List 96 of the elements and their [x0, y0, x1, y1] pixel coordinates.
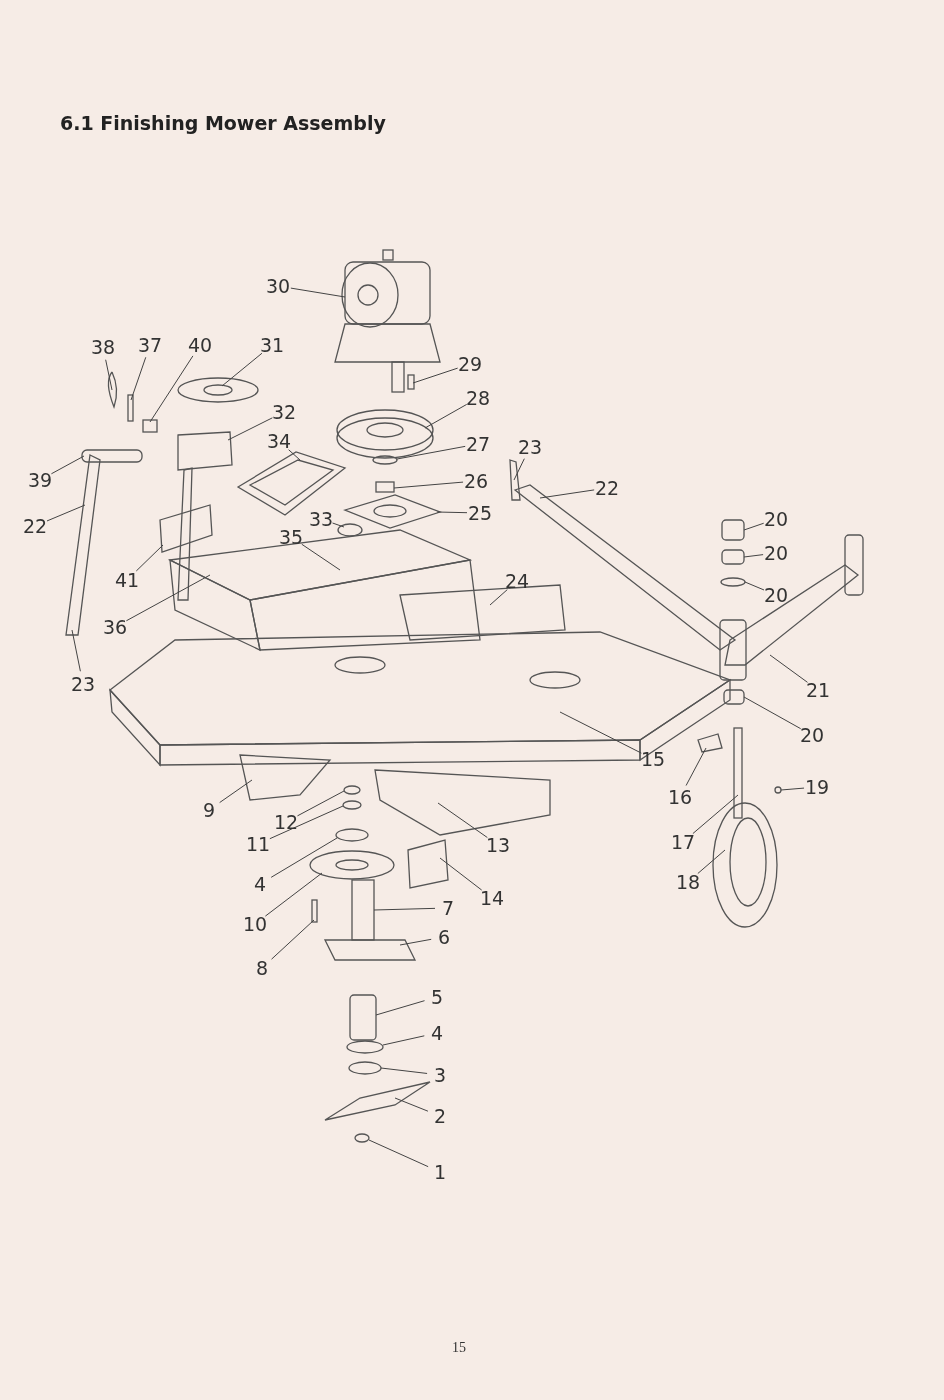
callout-number: 22 [594, 478, 620, 498]
callout-number: 24 [504, 571, 530, 591]
leader-line [697, 849, 726, 874]
callout-number: 4 [430, 1023, 444, 1043]
callout-number: 6 [437, 927, 451, 947]
callout-number: 38 [90, 337, 116, 357]
callout-number: 20 [763, 543, 789, 563]
leader-line [270, 837, 338, 878]
leader-line [692, 794, 739, 835]
callout-number: 23 [70, 674, 96, 694]
leader-line [227, 417, 273, 441]
leader-line [436, 511, 468, 514]
callout-number: 16 [667, 787, 693, 807]
page-title: 6.1 Finishing Mower Assembly [60, 112, 386, 134]
callout-number: 21 [805, 680, 831, 700]
callout-number: 20 [799, 725, 825, 745]
callout-number: 19 [804, 777, 830, 797]
callout-number: 35 [278, 527, 304, 547]
callout-number: 7 [441, 898, 455, 918]
leader-line [393, 481, 464, 489]
callout-number: 12 [273, 812, 299, 832]
leader-line [271, 919, 315, 960]
leader-line [269, 805, 344, 840]
callout-number: 37 [137, 335, 163, 355]
leader-line [539, 489, 595, 499]
leader-line [125, 574, 211, 622]
leader-line [368, 1139, 429, 1168]
callout-number: 9 [202, 800, 216, 820]
callout-number: 14 [479, 888, 505, 908]
leader-line [559, 711, 642, 754]
leader-line [288, 449, 301, 461]
leader-line [105, 359, 113, 391]
leader-line [301, 543, 341, 571]
leader-line [744, 581, 765, 591]
callout-number: 4 [253, 874, 267, 894]
leader-line [399, 938, 432, 946]
leader-line [221, 352, 263, 387]
callout-number: 18 [675, 872, 701, 892]
leader-line [375, 1000, 426, 1016]
callout-number: 1 [433, 1162, 447, 1182]
leader-line [130, 356, 147, 401]
leader-line [290, 287, 346, 298]
leader-line [50, 455, 85, 475]
callout-number: 5 [430, 987, 444, 1007]
leader-line [135, 544, 164, 572]
callout-number: 3 [433, 1065, 447, 1085]
callout-number: 11 [245, 834, 271, 854]
callout-number: 26 [463, 471, 489, 491]
callout-number: 40 [187, 335, 213, 355]
leader-line [71, 629, 81, 672]
callout-number: 17 [670, 832, 696, 852]
leader-line [264, 872, 323, 917]
callout-number: 36 [102, 617, 128, 637]
leader-line [394, 1097, 429, 1112]
leader-line [380, 1067, 428, 1074]
leader-line [424, 403, 468, 429]
callout-number: 27 [465, 434, 491, 454]
leader-line [332, 522, 345, 528]
leader-line [743, 696, 802, 730]
callout-number: 33 [308, 509, 334, 529]
callout-number: 41 [114, 570, 140, 590]
leader-line [513, 458, 525, 481]
leader-line [412, 367, 459, 384]
callout-number: 32 [271, 402, 297, 422]
callout-number: 34 [266, 431, 292, 451]
leader-line [743, 522, 765, 531]
callout-number: 2 [433, 1106, 447, 1126]
callout-number: 20 [763, 585, 789, 605]
callout-number: 20 [763, 509, 789, 529]
callout-number: 39 [27, 470, 53, 490]
leader-line [373, 907, 436, 911]
leader-line [437, 802, 488, 839]
callout-number: 30 [265, 276, 291, 296]
leader-line [46, 504, 86, 522]
leader-line [382, 1035, 425, 1046]
callout-number: 31 [259, 335, 285, 355]
leader-line [149, 355, 194, 423]
leader-line [396, 445, 466, 460]
callout-number: 23 [517, 437, 543, 457]
leader-line [780, 787, 805, 791]
leader-line [769, 654, 808, 683]
callout-number: 13 [485, 835, 511, 855]
leader-line [296, 790, 345, 817]
leader-line [489, 589, 508, 606]
leader-line [219, 779, 253, 804]
leader-line [743, 554, 764, 558]
leader-line [439, 857, 483, 891]
page-number: 15 [452, 1340, 466, 1356]
callout-number: 15 [640, 749, 666, 769]
callout-number: 25 [467, 503, 493, 523]
callout-number: 10 [242, 914, 268, 934]
callout-number: 8 [255, 958, 269, 978]
leader-line [685, 747, 707, 786]
callout-number: 29 [457, 354, 483, 374]
callout-number: 28 [465, 388, 491, 408]
callout-number: 22 [22, 516, 48, 536]
